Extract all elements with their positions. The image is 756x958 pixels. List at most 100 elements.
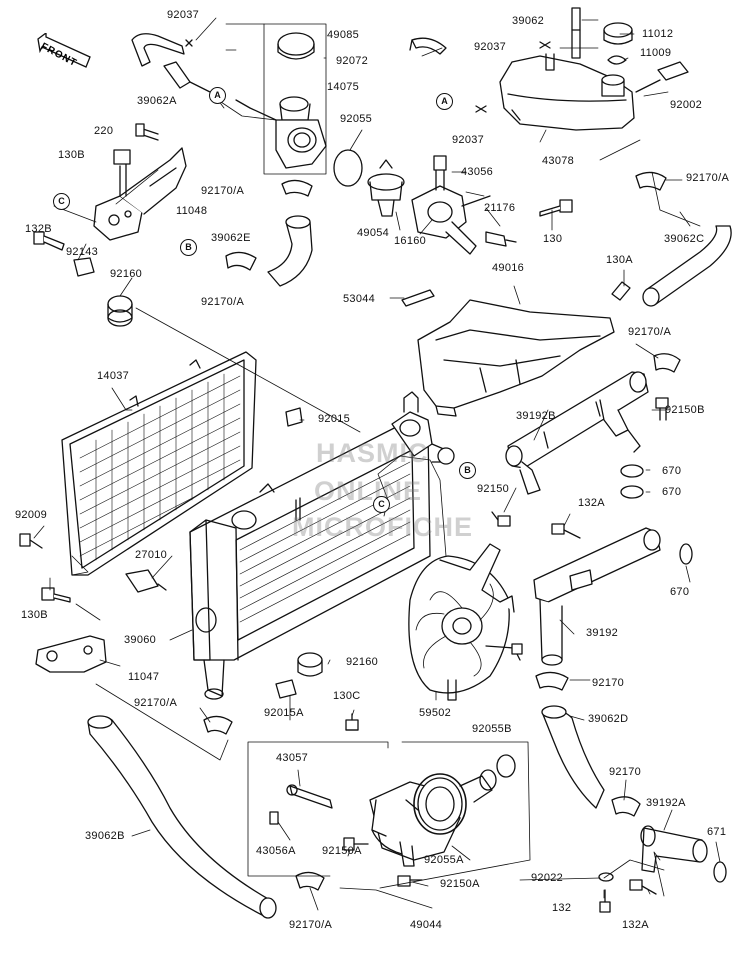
- bolt-132: [599, 889, 611, 913]
- hose-39062b: [87, 715, 277, 919]
- label-92170a-b: 92170/A: [201, 296, 245, 308]
- label-92022: 92022: [531, 872, 564, 884]
- label-14037: 14037: [97, 370, 130, 382]
- bolt-92150: [491, 511, 511, 527]
- label-92055b: 92055B: [472, 723, 512, 735]
- label-39062a: 39062A: [137, 95, 177, 107]
- label-92170a-left: 92170/A: [134, 697, 178, 709]
- label-92009: 92009: [15, 509, 48, 521]
- label-43057: 43057: [276, 752, 309, 764]
- oring-92055a: [413, 773, 467, 835]
- pipe-39192b: [505, 371, 649, 495]
- watermark-line-3: MICROFICHE: [292, 512, 473, 542]
- reservoir-tank: [499, 7, 689, 131]
- label-39060: 39060: [124, 634, 157, 646]
- ref-marker-b-left: B: [180, 239, 197, 256]
- label-39062: 39062: [512, 15, 545, 27]
- label-49044: 49044: [410, 919, 443, 931]
- label-39062b: 39062B: [85, 830, 125, 842]
- clamp-92170a-top: [281, 179, 313, 197]
- label-132a-mid: 132A: [578, 497, 605, 509]
- label-53044: 53044: [343, 293, 376, 305]
- clamp-92170a-mid: [653, 353, 681, 373]
- label-92170a-right: 92170/A: [686, 172, 730, 184]
- bolt-130a: [611, 281, 631, 301]
- label-39062e: 39062E: [211, 232, 251, 244]
- hose-39062e: [267, 215, 313, 287]
- pipe-39192: [533, 527, 661, 666]
- label-43078: 43078: [542, 155, 575, 167]
- bolt-43056a: [269, 811, 279, 825]
- label-39192a: 39192A: [646, 797, 686, 809]
- fitting-92037-top: [185, 39, 193, 47]
- ref-marker-b-right: B: [459, 462, 476, 479]
- watermark-line-1: HASMIC: [316, 438, 429, 468]
- label-92037-mid: 92037: [474, 41, 507, 53]
- grommet-92160-upper: [107, 295, 133, 327]
- clamp-92170a-b: [225, 251, 257, 271]
- oring-670-c: [679, 543, 693, 565]
- part-53044: [401, 289, 435, 307]
- label-92150: 92150: [477, 483, 510, 495]
- label-39192: 39192: [586, 627, 619, 639]
- thermostat: [367, 159, 405, 217]
- ref-marker-a-right: A: [436, 93, 453, 110]
- watermark-line-2: ONLINE: [314, 476, 423, 506]
- label-671: 671: [707, 826, 727, 838]
- fitting-92037-low: [475, 105, 487, 113]
- label-670-a: 670: [662, 465, 682, 477]
- label-130a: 130A: [606, 254, 633, 266]
- label-43056a: 43056A: [256, 845, 296, 857]
- hose-39062d: [541, 705, 605, 809]
- label-11009: 11009: [640, 47, 672, 59]
- label-92150a-left: 92150A: [322, 845, 362, 857]
- radiator-core: [189, 391, 455, 700]
- nut-92143: [73, 257, 95, 277]
- clamp-92170-lower: [611, 796, 641, 817]
- bolt-132b: [33, 231, 65, 251]
- label-132a-bottom: 132A: [622, 919, 649, 931]
- bolt-130b-mid: [41, 587, 71, 603]
- label-670-b: 670: [662, 486, 682, 498]
- pipe-43057: [286, 784, 333, 809]
- label-21176: 21176: [484, 202, 516, 214]
- label-130b-mid: 130B: [21, 609, 48, 621]
- label-11047: 11047: [128, 671, 160, 683]
- label-92170a-mid: 92170/A: [628, 326, 672, 338]
- label-11012: 11012: [642, 28, 674, 40]
- oring-671: [713, 861, 727, 883]
- label-130b-top: 130B: [58, 149, 85, 161]
- fitting-92037-mid: [539, 41, 551, 49]
- pump-box: [247, 741, 531, 889]
- part-92015: [285, 407, 303, 427]
- bolt-132a-bot: [629, 879, 657, 895]
- label-670-c: 670: [670, 586, 690, 598]
- bolt-92009: [19, 533, 43, 549]
- clamp-92170-right: [535, 671, 569, 691]
- oring-92055b: [496, 754, 516, 778]
- duct-49016: [417, 299, 615, 417]
- sensor-27010: [125, 569, 167, 593]
- fan-assembly: [408, 543, 523, 701]
- oring-670-b: [620, 485, 644, 499]
- bolt-92150a-1: [343, 837, 369, 851]
- label-49085: 49085: [327, 29, 360, 41]
- bolt-132a-mid: [551, 523, 581, 539]
- label-130: 130: [543, 233, 563, 245]
- label-92055: 92055: [340, 113, 373, 125]
- ref-marker-c-mid: C: [373, 496, 390, 513]
- label-92150a-bottom: 92150A: [440, 878, 480, 890]
- label-92170-lower: 92170: [609, 766, 642, 778]
- sensor-21176: [485, 231, 517, 247]
- label-92143: 92143: [66, 246, 99, 258]
- bracket-11047: [35, 635, 107, 673]
- label-92170-right: 92170: [592, 677, 625, 689]
- oring-92055: [333, 149, 363, 187]
- bolt-130c: [345, 713, 359, 731]
- label-130c: 130C: [333, 690, 361, 702]
- label-92170a-upper: 92170/A: [201, 185, 245, 197]
- front-arrow-icon: [37, 31, 91, 68]
- bolt-92150a-2: [397, 875, 423, 887]
- label-92015a: 92015A: [264, 707, 304, 719]
- label-92170a-bottom: 92170/A: [289, 919, 333, 931]
